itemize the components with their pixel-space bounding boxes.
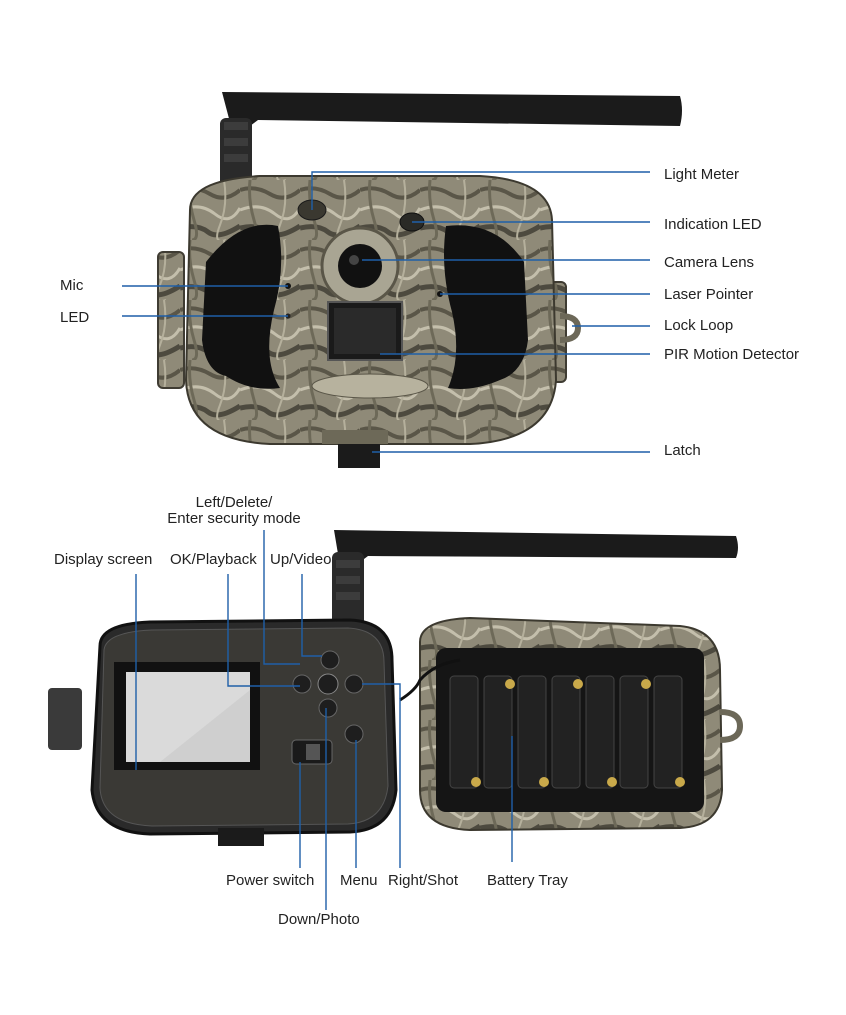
label-left-delete-line1: Left/Delete/ — [195, 494, 273, 511]
battery-icon — [449, 675, 685, 789]
camera-lens-icon — [338, 244, 382, 288]
right-shot-button[interactable] — [344, 674, 364, 694]
label-indication-led: Indication LED — [664, 216, 762, 233]
antenna-icon — [332, 530, 738, 628]
label-latch: Latch — [664, 442, 701, 459]
right-ir-panel — [444, 225, 528, 389]
label-left-delete-line2: Enter security mode — [167, 510, 301, 527]
up-video-button[interactable] — [320, 650, 340, 670]
label-pir-motion-detector: PIR Motion Detector — [664, 346, 800, 363]
label-power-switch: Power switch — [226, 872, 315, 889]
label-ok-playback: OK/Playback — [170, 551, 257, 568]
label-battery-tray: Battery Tray — [487, 872, 568, 889]
back-lock-loop — [719, 709, 744, 743]
back-camera — [48, 530, 744, 910]
label-right-shot: Right/Shot — [388, 872, 459, 889]
cable — [399, 658, 461, 702]
left-strap-bracket — [157, 251, 185, 389]
label-light-meter: Light Meter — [664, 166, 740, 183]
lock-loop-icon — [559, 313, 582, 343]
label-led: LED — [60, 309, 90, 326]
label-display-screen: Display screen — [54, 551, 153, 568]
menu-button[interactable] — [344, 724, 364, 744]
ok-playback-button[interactable] — [317, 673, 339, 695]
label-down-photo: Down/Photo — [278, 911, 360, 928]
label-up-video: Up/Video — [270, 551, 332, 568]
latch-icon — [338, 440, 380, 468]
front-camera — [122, 92, 682, 468]
left-ir-panel — [202, 224, 282, 389]
label-laser-pointer: Laser Pointer — [664, 286, 754, 303]
label-lock-loop: Lock Loop — [664, 317, 734, 334]
label-camera-lens: Camera Lens — [664, 254, 755, 271]
back-left-bracket — [48, 688, 82, 750]
label-mic: Mic — [60, 277, 84, 294]
back-bottom-clip — [218, 828, 264, 846]
label-menu: Menu — [340, 872, 378, 889]
down-photo-button[interactable] — [318, 698, 338, 718]
front-ribs — [311, 373, 429, 399]
left-delete-button[interactable] — [292, 674, 312, 694]
